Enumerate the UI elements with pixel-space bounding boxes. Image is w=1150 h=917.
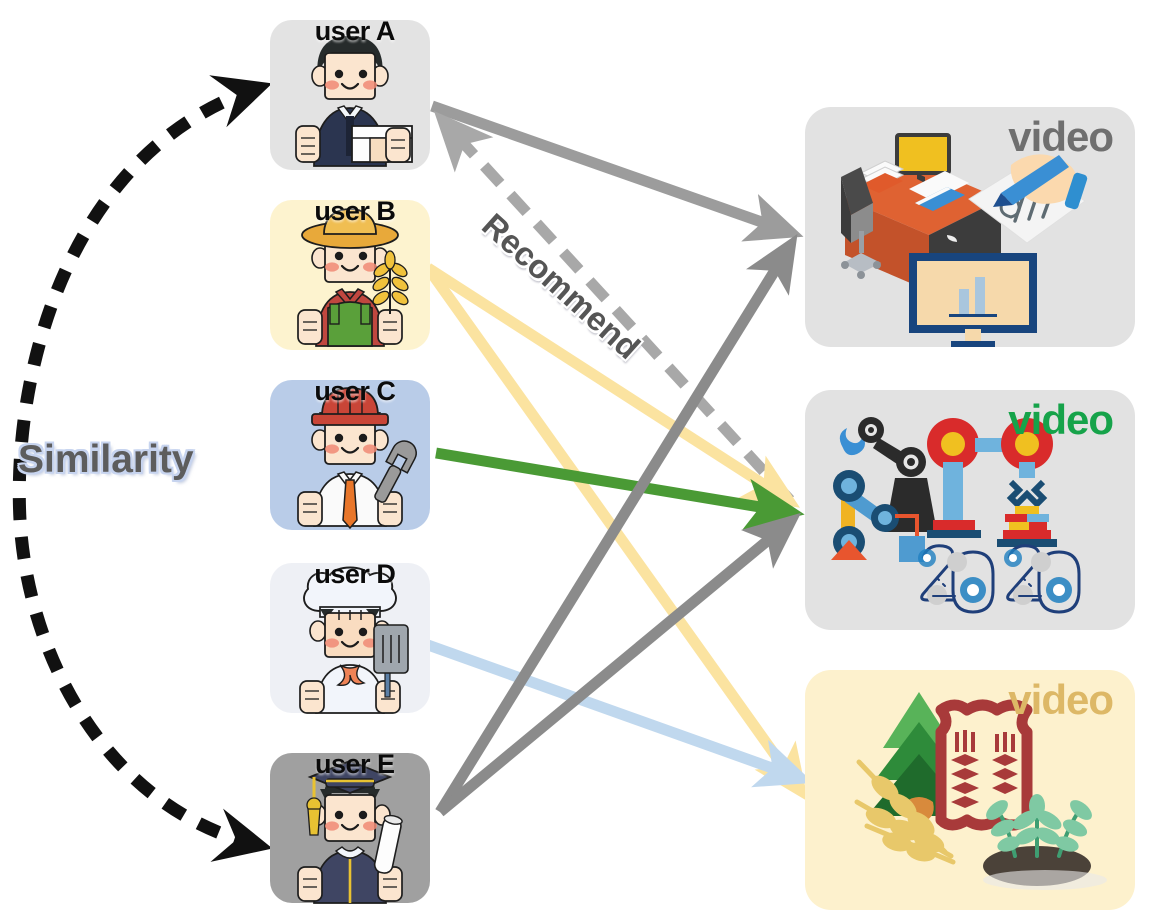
businessman-avatar-icon (270, 20, 430, 170)
industrial-robotics-illustration-icon (805, 390, 1135, 630)
user-card-C-label: user C (314, 376, 396, 406)
user-card-E-label: user E (314, 749, 395, 779)
engineer-avatar-icon (270, 380, 430, 530)
recommend-label: Recommend (475, 206, 648, 367)
farmer-avatar-icon (270, 200, 430, 350)
video-card-office-label: video (1008, 113, 1114, 160)
user-card-E[interactable]: user E (270, 749, 430, 904)
similarity-label: Similarity (18, 438, 194, 481)
video-card-industrial[interactable]: video (805, 390, 1135, 630)
video-card-agriculture[interactable]: video (805, 670, 1135, 910)
edge-A-to-V1 (430, 100, 804, 242)
user-card-C[interactable]: user C (270, 376, 430, 530)
user-card-A[interactable]: user A (270, 16, 430, 170)
edge-E-to-V2 (436, 512, 802, 817)
user-card-B-label: user B (314, 196, 396, 226)
user-card-D[interactable]: user D (270, 559, 430, 714)
office-work-illustration-icon (805, 107, 1135, 347)
agriculture-illustration-icon (805, 670, 1135, 910)
video-card-office[interactable]: video (805, 107, 1135, 347)
edge-C-to-V2 (435, 447, 805, 531)
user-card-D-label: user D (314, 559, 396, 589)
user-card-A-label: user A (314, 16, 396, 46)
chef-avatar-icon (270, 563, 430, 714)
edge-D-to-V3 (426, 639, 814, 788)
graduate-avatar-icon (270, 753, 430, 904)
user-card-B[interactable]: user B (270, 196, 430, 350)
video-card-industrial-label: video (1008, 396, 1114, 443)
video-card-agriculture-label: video (1008, 676, 1114, 723)
